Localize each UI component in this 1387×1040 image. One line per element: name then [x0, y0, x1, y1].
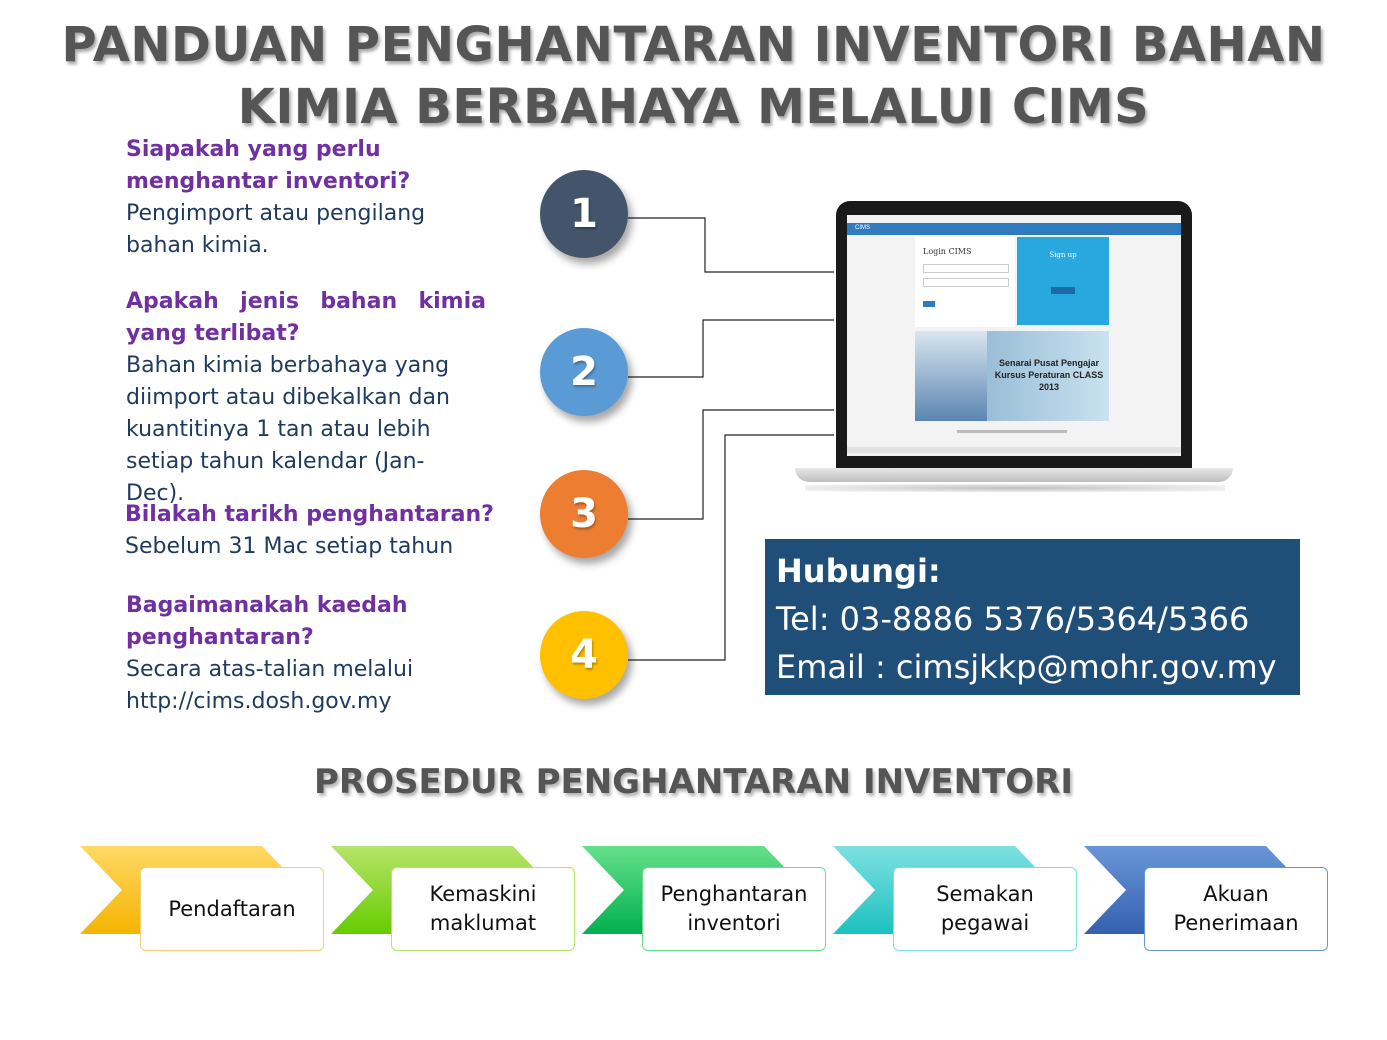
faq-answer: Bahan kimia berbahaya yang diimport atau…: [126, 353, 450, 506]
signup-panel: Sign up: [1017, 237, 1109, 325]
laptop-shadow: [805, 484, 1225, 492]
step-5-akuan: Akuan Penerimaan: [1144, 867, 1328, 951]
status-bar: [847, 447, 1181, 453]
laptop-screen: CIMS Login CIMS Sign up Senarai Pusat Pe…: [847, 215, 1181, 456]
connector-4: [628, 434, 834, 661]
cims-logo: CIMS: [855, 225, 870, 231]
password-field[interactable]: [923, 278, 1009, 287]
page-title: PANDUAN PENGHANTARAN INVENTORI BAHAN KIM…: [0, 14, 1387, 138]
faq-item-3: Bilakah tarikh penghantaran? Sebelum 31 …: [125, 499, 495, 563]
contact-tel: Tel: 03-8886 5376/5364/5366: [776, 600, 1250, 638]
step-1-pendaftaran: Pendaftaran: [140, 867, 324, 951]
contact-email[interactable]: Email : cimsjkkp@mohr.gov.my: [776, 648, 1277, 686]
faq-item-1: Siapakah yang perlu menghantar inventori…: [126, 134, 496, 262]
login-title: Login CIMS: [923, 247, 972, 256]
login-button[interactable]: [923, 301, 935, 307]
step-4-semakan: Semakan pegawai: [893, 867, 1077, 951]
step-3-penghantaran: Penghantaran inventori: [642, 867, 826, 951]
faq-question: Apakah jenis bahan kimia yang terlibat?: [126, 289, 486, 346]
step-2-kemaskini: Kemaskini maklumat: [391, 867, 575, 951]
faq-question: Bagaimanakah kaedah penghantaran?: [126, 593, 408, 650]
contact-heading: Hubungi:: [776, 552, 941, 590]
signup-button[interactable]: [1051, 287, 1075, 294]
faq-question: Bilakah tarikh penghantaran?: [125, 502, 494, 527]
faq-answer: Secara atas-talian melalui http://cims.d…: [126, 657, 414, 714]
username-field[interactable]: [923, 264, 1009, 273]
footer-text: [957, 430, 1067, 433]
banner-image: Senarai Pusat Pengajar Kursus Peraturan …: [915, 331, 1109, 421]
faq-item-2: Apakah jenis bahan kimia yang terlibat? …: [126, 286, 486, 510]
connector-3: [628, 409, 834, 520]
title-line-1: PANDUAN PENGHANTARAN INVENTORI BAHAN: [61, 17, 1326, 73]
faq-answer: Sebelum 31 Mac setiap tahun: [125, 534, 454, 559]
connector-1: [628, 217, 834, 273]
step-circle-4: 4: [540, 611, 628, 699]
cims-top-bar: CIMS: [847, 223, 1181, 235]
contact-box: Hubungi: Tel: 03-8886 5376/5364/5366 Ema…: [765, 539, 1300, 695]
laptop-base: [795, 468, 1233, 482]
connector-2: [628, 319, 834, 378]
banner-figures: [915, 331, 987, 421]
signup-title: Sign up: [1049, 251, 1077, 259]
faq-answer: Pengimport atau pengilang bahan kimia.: [126, 201, 426, 258]
step-circle-3: 3: [540, 470, 628, 558]
faq-item-4: Bagaimanakah kaedah penghantaran? Secara…: [126, 590, 426, 718]
step-circle-2: 2: [540, 328, 628, 416]
banner-text: Senarai Pusat Pengajar Kursus Peraturan …: [994, 358, 1104, 392]
title-line-2: KIMIA BERBAHAYA MELALUI CIMS: [237, 79, 1150, 135]
procedure-title: PROSEDUR PENGHANTARAN INVENTORI: [314, 762, 1073, 802]
step-circle-1: 1: [540, 170, 628, 258]
login-panel: Login CIMS: [915, 237, 1015, 327]
faq-question: Siapakah yang perlu menghantar inventori…: [126, 137, 411, 194]
